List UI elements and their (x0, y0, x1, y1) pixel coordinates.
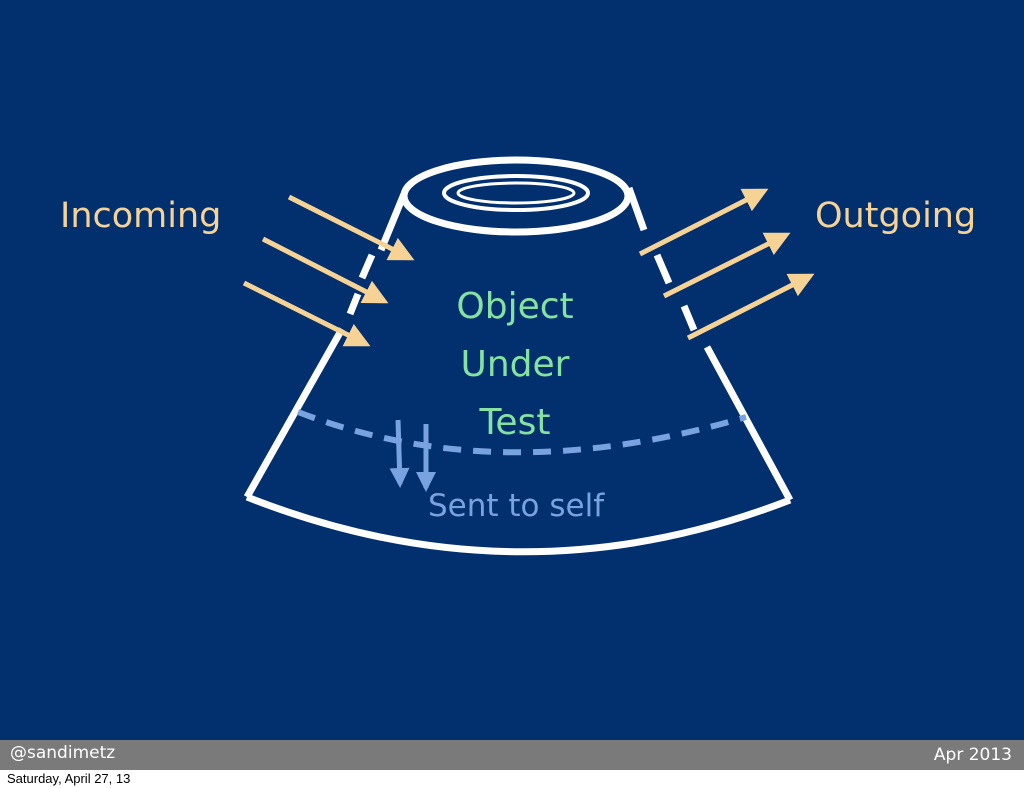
slide: Incoming Outgoing Object Under Test Sent… (0, 0, 1024, 740)
arrow-right-up-icon (686, 273, 815, 341)
cone-top (400, 156, 632, 236)
print-timestamp: Saturday, April 27, 13 (7, 771, 131, 786)
object-diagram (242, 156, 815, 556)
arrow-right-down-icon (287, 194, 415, 261)
object-label-line-1: Object (456, 286, 574, 327)
incoming-arrows (242, 194, 415, 347)
cone-top-inner-ring (442, 174, 590, 212)
cone-left-side (243, 192, 408, 499)
object-under-test-label: Object Under Test (415, 278, 615, 452)
cone-top-inner-hole (456, 181, 576, 205)
private-boundary (296, 409, 747, 456)
outgoing-arrows (638, 188, 815, 341)
arrow-right-down-icon (261, 236, 389, 304)
arrow-down-icon (389, 419, 410, 488)
arrow-right-up-icon (662, 232, 791, 299)
cone-top-rim (400, 156, 632, 236)
object-label-line-3: Test (479, 402, 551, 443)
arrow-right-down-icon (242, 280, 371, 347)
self-arrows (389, 419, 436, 492)
author-handle: @sandimetz (10, 743, 116, 763)
sent-to-self-label: Sent to self (428, 488, 605, 524)
footer-bar: @sandimetz Apr 2013 (0, 740, 1024, 770)
outgoing-label: Outgoing (815, 196, 977, 236)
object-label-line-2: Under (460, 344, 570, 385)
cone-right-side (625, 186, 794, 502)
cone-base (245, 493, 792, 556)
incoming-label: Incoming (60, 196, 222, 236)
presentation-date: Apr 2013 (933, 745, 1012, 765)
arrow-right-up-icon (638, 188, 769, 257)
